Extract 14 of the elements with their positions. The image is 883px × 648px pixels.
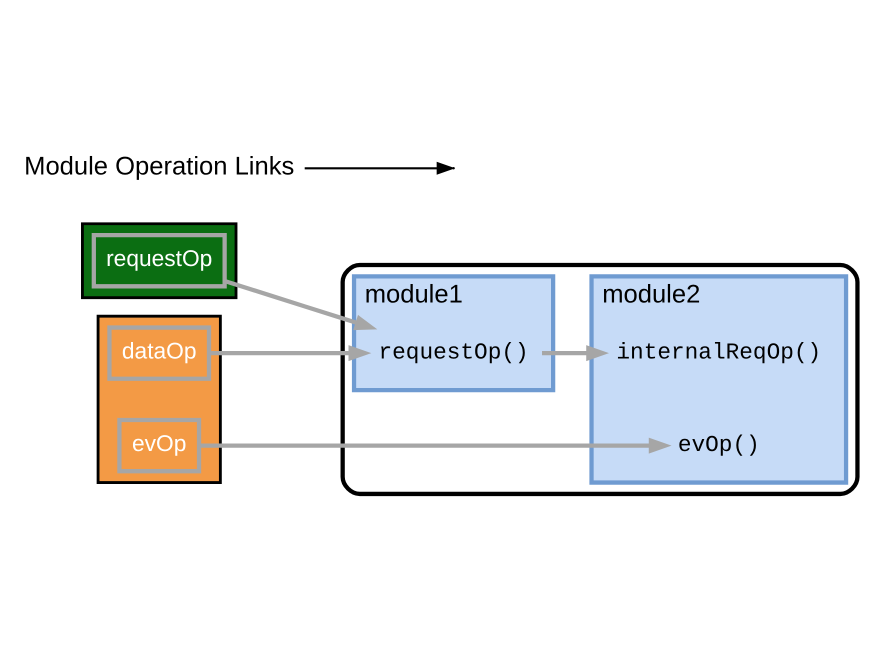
cluster	[96, 314, 222, 484]
cluster	[340, 262, 860, 496]
arrow	[209, 345, 372, 362]
node-text: requestOp()	[378, 340, 529, 366]
node-box: dataOp	[107, 325, 212, 381]
node-text: evOp()	[678, 432, 760, 458]
node-box: requestOp	[92, 232, 227, 288]
node-box: evOp	[117, 418, 202, 474]
node-text: Module Operation Links	[24, 152, 294, 181]
arrow	[224, 278, 378, 330]
node-text: internalReqOp()	[616, 340, 822, 366]
cluster	[81, 222, 238, 300]
arrow	[199, 438, 672, 454]
arrow	[542, 345, 610, 362]
